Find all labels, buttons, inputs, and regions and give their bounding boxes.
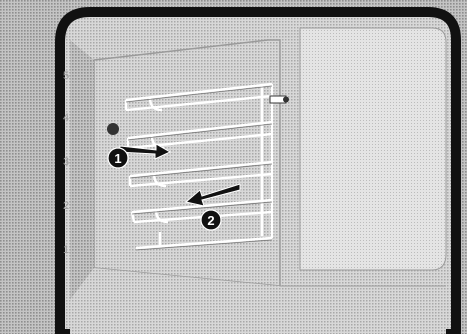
shelf-level-3: 3 bbox=[63, 156, 69, 168]
step-2-marker: 2 bbox=[200, 209, 222, 231]
oven-floor bbox=[70, 268, 446, 334]
step-2-number: 2 bbox=[207, 213, 214, 228]
shelf-level-5: 5 bbox=[63, 70, 69, 82]
step-2-arrow bbox=[184, 183, 241, 207]
shelf-level-4: 4 bbox=[63, 112, 69, 124]
back-wall-panel bbox=[299, 27, 447, 271]
shelf-level-1: 1 bbox=[63, 244, 69, 256]
shelf-level-2: 2 bbox=[63, 200, 69, 212]
left-side-shading bbox=[70, 40, 94, 300]
front-mounting-point bbox=[107, 123, 119, 135]
rear-fixing-screw bbox=[269, 95, 289, 104]
step-1-number: 1 bbox=[114, 151, 121, 166]
shelf-support-wires bbox=[124, 82, 274, 250]
step-1-marker: 1 bbox=[107, 147, 129, 169]
wire-shadows bbox=[125, 85, 273, 251]
